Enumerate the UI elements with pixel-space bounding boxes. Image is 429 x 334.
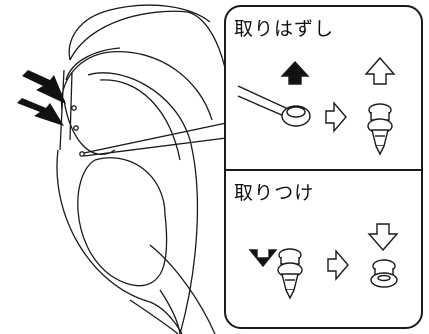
installation-panel xyxy=(248,223,399,300)
clip-icon xyxy=(277,248,303,300)
arrow-up-filled-icon xyxy=(280,60,310,85)
arrow-down-filled-icon xyxy=(248,249,278,268)
pointer-arrows xyxy=(17,70,66,126)
clip-hole xyxy=(79,151,85,157)
installation-title: 取りつけ xyxy=(234,182,315,204)
callout-frame xyxy=(224,5,423,329)
arrow-down-outline-icon xyxy=(367,223,399,252)
arrow-pointer-icon xyxy=(22,70,66,104)
arrow-pointer-icon xyxy=(17,98,64,126)
clip-hole xyxy=(71,105,77,111)
removal-title: 取りはずし xyxy=(234,18,335,40)
arrow-right-outline-icon xyxy=(327,249,349,281)
arrow-right-outline-icon xyxy=(325,101,347,133)
clip-hole xyxy=(73,125,79,131)
arrow-up-outline-icon xyxy=(364,56,396,85)
clip-icon xyxy=(367,103,393,156)
wheel-arch-illustration xyxy=(56,4,251,334)
clip-icon xyxy=(370,259,398,288)
removal-panel xyxy=(237,56,396,156)
